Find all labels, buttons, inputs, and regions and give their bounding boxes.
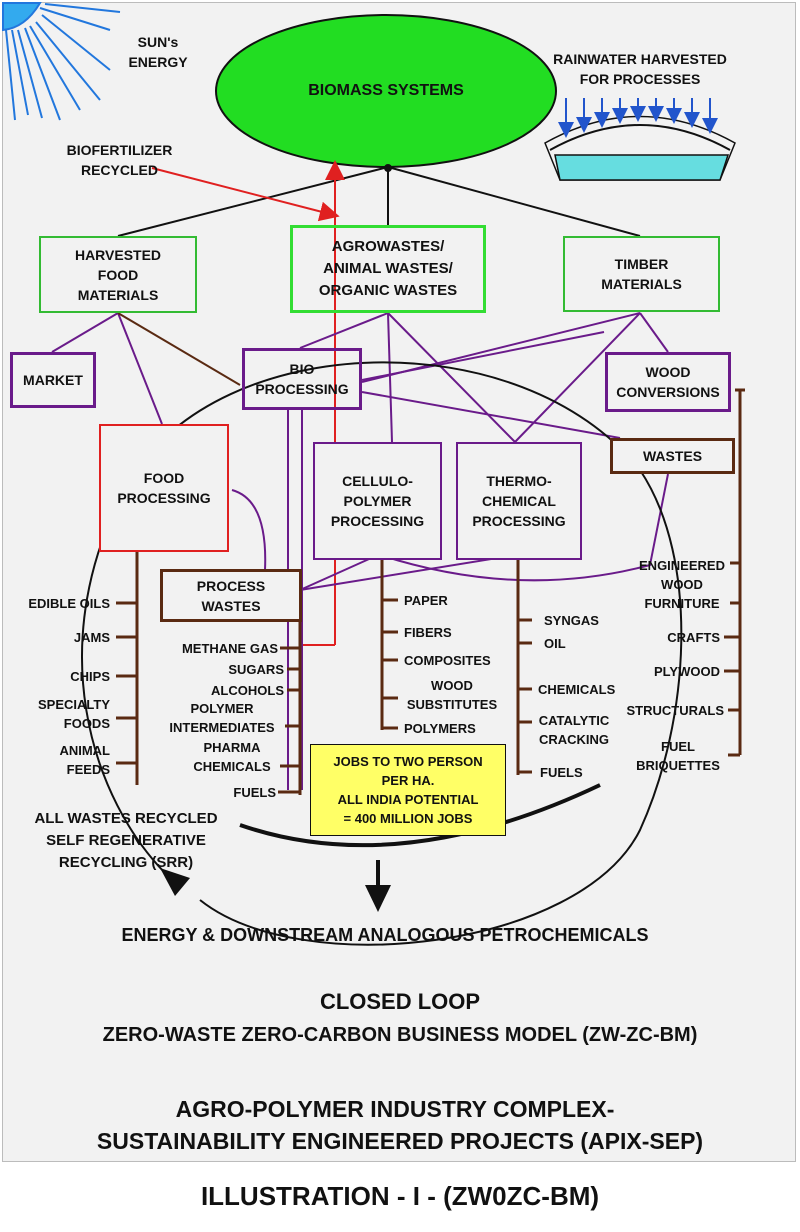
bio-product-item: POLYMER INTERMEDIATES <box>169 701 275 735</box>
cellulo-product-item: WOOD SUBSTITUTES <box>406 678 498 712</box>
sun-energy-label: SUN's ENERGY <box>128 34 188 70</box>
rainwater-label: RAINWATER HARVESTED FOR PROCESSES <box>553 51 727 87</box>
brown-connector-line <box>117 312 241 386</box>
harvested-food-box: HARVESTED FOOD MATERIALS <box>39 236 197 313</box>
all-wastes-label: ALL WASTES RECYCLED SELF REGENERATIVE RE… <box>34 810 218 871</box>
thermo-chemical-box: THERMO- CHEMICAL PROCESSING <box>456 442 582 560</box>
food-product-item: SPECIALTY FOODS <box>38 697 110 731</box>
agrowastes-box: AGROWASTES/ ANIMAL WASTES/ ORGANIC WASTE… <box>290 225 486 313</box>
food-product-item: ANIMAL FEEDS <box>59 743 110 777</box>
illustration-caption: ILLUSTRATION - I - (ZW0ZC-BM) <box>200 1181 600 1211</box>
thermo-product-stem <box>516 560 532 775</box>
thermo-product-item: OIL <box>544 636 566 651</box>
process-wastes-box: PROCESS WASTES <box>160 569 302 622</box>
cellulo-product-item: POLYMERS <box>404 721 476 736</box>
thermo-product-item: SYNGAS <box>544 613 599 628</box>
bio-product-item: ALCOHOLS <box>211 683 284 698</box>
jobs-callout-box: JOBS TO TWO PERSON PER HA. ALL INDIA POT… <box>310 744 506 836</box>
biofertilizer-label: BIOFERTILIZER RECYCLED <box>66 142 173 178</box>
thermo-product-item: FUELS <box>540 765 583 780</box>
wood-conversions-box: WOOD CONVERSIONS <box>605 352 731 412</box>
food-processing-box: FOOD PROCESSING <box>99 424 229 552</box>
wood-product-stem <box>724 388 745 757</box>
bio-product-item: PHARMA CHEMICALS <box>193 740 271 774</box>
wastes-box: WASTES <box>610 438 735 474</box>
closed-loop-title: CLOSED LOOP <box>319 989 481 1014</box>
bio-product-item: METHANE GAS <box>181 641 278 656</box>
agro-title-line-2: SUSTAINABILITY ENGINEERED PROJECTS (APIX… <box>96 1128 704 1154</box>
rainwater-basin-icon <box>544 98 736 181</box>
diagram-panel <box>2 2 796 1162</box>
wood-product-item: PLYWOOD <box>654 664 720 679</box>
wood-product-item: CRAFTS <box>667 630 720 645</box>
food-product-item: JAMS <box>73 630 110 645</box>
wood-product-item: STRUCTURALS <box>626 703 725 718</box>
market-box: MARKET <box>10 352 96 408</box>
food-product-item: EDIBLE OILS <box>28 596 110 611</box>
cellulo-polymer-box: CELLULO- POLYMER PROCESSING <box>313 442 442 560</box>
bio-product-stem <box>278 620 302 795</box>
cellulo-product-item: COMPOSITES <box>404 653 491 668</box>
bio-product-item: SUGARS <box>228 662 284 677</box>
cellulo-product-item: FIBERS <box>404 625 452 640</box>
timber-box: TIMBER MATERIALS <box>563 236 720 312</box>
thermo-product-item: CATALYTIC CRACKING <box>538 713 610 747</box>
cellulo-product-stem <box>380 560 398 730</box>
wood-product-item: FUEL BRIQUETTES <box>636 739 720 773</box>
bio-product-item: FUELS <box>233 785 276 800</box>
cellulo-product-item: PAPER <box>404 593 448 608</box>
bio-processing-box: BIO PROCESSING <box>242 348 362 410</box>
wood-product-item: ENGINEERED WOOD FURNITURE <box>639 558 725 611</box>
agro-title-line-1: AGRO-POLYMER INDUSTRY COMPLEX- <box>175 1096 615 1122</box>
sun-icon <box>2 2 121 121</box>
food-product-stem <box>116 552 139 785</box>
biomass-systems-label: BIOMASS SYSTEMS <box>308 82 464 99</box>
energy-downstream-label: ENERGY & DOWNSTREAM ANALOGOUS PETROCHEMI… <box>121 925 649 945</box>
thermo-product-item: CHEMICALS <box>538 682 616 697</box>
zero-waste-subtitle: ZERO-WASTE ZERO-CARBON BUSINESS MODEL (Z… <box>102 1024 698 1046</box>
food-product-item: CHIPS <box>70 669 110 684</box>
downstream-arrow-head <box>365 885 391 912</box>
